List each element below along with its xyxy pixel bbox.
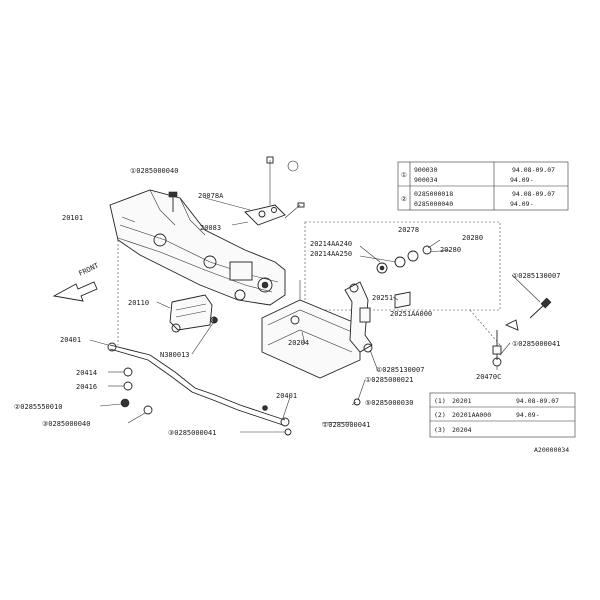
leader-lines xyxy=(89,197,541,433)
table-bottom-label-3: 20204 xyxy=(452,426,472,434)
label-link-right: 20401 xyxy=(276,392,297,400)
marker-circle-icon xyxy=(287,160,299,172)
table-bottom-range-2: 94.09- xyxy=(516,411,539,419)
label-bush-c: 20278 xyxy=(398,226,419,234)
label-bolt-right-top: ①0285130007 xyxy=(512,272,560,280)
reference-table-top: ① 900030 900034 94.08-09.07 94.09- ② 028… xyxy=(397,161,569,211)
table-top-key-2: ② xyxy=(401,195,407,203)
table-top-part-2a: 0285000018 xyxy=(414,190,453,198)
table-top-range-2b: 94.09- xyxy=(510,200,533,208)
label-bolt-arm: ⑤0285000030 xyxy=(365,399,413,407)
label-ball: 20470C xyxy=(476,373,501,381)
bolt-small-2 xyxy=(353,398,361,406)
label-bolt-right-b: ①0285000021 xyxy=(365,376,413,384)
label-bush-b: 20416 xyxy=(76,383,97,391)
label-arm-a: 20214AA240 xyxy=(310,240,352,248)
lateral-link xyxy=(107,342,290,427)
label-mount: 20110 xyxy=(128,299,149,307)
label-bolt-mid-right: ①0285000041 xyxy=(512,340,560,348)
table-top-part-1b: 900034 xyxy=(414,176,438,184)
bolt-small-3 xyxy=(262,405,268,411)
table-bottom-key-3: (3) xyxy=(434,426,446,434)
label-bolt-left-b: ③0285000040 xyxy=(42,420,90,428)
detail-callout-box xyxy=(304,221,501,311)
suspension-arm xyxy=(344,281,373,353)
label-bush-e: 20280 xyxy=(440,246,461,254)
table-bottom-key-1: (1) xyxy=(434,397,446,405)
detail-callout-leader xyxy=(469,309,501,346)
label-link-left: 20401 xyxy=(60,336,81,344)
label-diagram-id: A20000034 xyxy=(534,446,569,454)
center-link-assembly xyxy=(261,280,361,379)
label-bolt-center: ①0285000041 xyxy=(322,421,370,429)
bushings-left xyxy=(120,367,153,415)
frame-crossmember xyxy=(109,189,286,306)
table-top-key-1: ① xyxy=(401,171,407,179)
right-bolt xyxy=(504,297,552,331)
top-bracket xyxy=(244,156,305,226)
label-bolt-top: ①0285000040 xyxy=(130,167,178,175)
table-top-range-2a: 94.08-09.07 xyxy=(512,190,555,198)
label-nut-arm-a: 20251 xyxy=(372,294,393,302)
label-link-center: 20204 xyxy=(288,339,309,347)
label-bolt-right: ①0285130007 xyxy=(376,366,424,374)
reference-table-bottom: (1) 20201 94.08-09.07 (2) 20201AA000 94.… xyxy=(429,392,576,438)
label-arm-b: 20214AA250 xyxy=(310,250,352,258)
engine-mount xyxy=(169,294,218,333)
label-bush-a: 20414 xyxy=(76,369,97,377)
top-left-bolt xyxy=(168,191,178,212)
table-top-range-1b: 94.09- xyxy=(510,176,533,184)
label-bracket-mid: 20083 xyxy=(200,224,221,232)
label-bracket-top: 20078A xyxy=(198,192,224,200)
label-nut-center: N380013 xyxy=(160,351,190,359)
table-bottom-range-1: 94.08-09.07 xyxy=(516,397,559,405)
table-bottom-label-1: 20201 xyxy=(452,397,472,405)
label-bolt-bottom: ③0285000041 xyxy=(168,429,216,437)
bushings-callout xyxy=(376,245,432,309)
table-bottom-key-2: (2) xyxy=(434,411,446,419)
table-bottom-label-2: 20201AA000 xyxy=(452,411,491,419)
label-frame: 20101 xyxy=(62,214,83,222)
table-top-part-2b: 0285000040 xyxy=(414,200,453,208)
label-bush-d: 20280 xyxy=(462,234,483,242)
front-label: FRONT xyxy=(77,261,100,277)
table-top-range-1a: 94.08-09.07 xyxy=(512,166,555,174)
label-bolt-left-a: ②0285550010 xyxy=(14,403,62,411)
table-top-part-1a: 900030 xyxy=(414,166,438,174)
label-nut-arm-b: 20251AA000 xyxy=(390,310,432,318)
front-arrow-icon xyxy=(52,281,98,302)
ball-joint xyxy=(492,330,502,367)
